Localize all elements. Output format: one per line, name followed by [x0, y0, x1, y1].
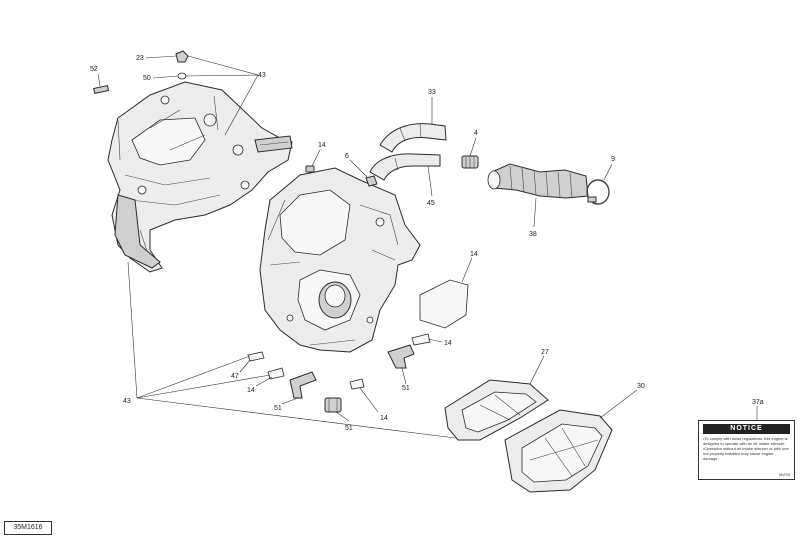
callout-30: 30 [637, 383, 645, 390]
air-duct-38 [487, 163, 589, 199]
callout-27: 27 [541, 349, 549, 356]
callout-51-right: 51 [402, 385, 410, 392]
clip-14-top [305, 165, 315, 173]
callout-33: 33 [428, 89, 436, 96]
callout-23: 23 [136, 55, 144, 62]
bolt-6 [365, 175, 378, 187]
clip-14-left [267, 367, 285, 380]
notice-label-37a: NOTICE •To comply with noise regulations… [698, 420, 795, 480]
nut-23 [175, 50, 189, 63]
callout-51-left: 51 [274, 405, 282, 412]
document-code: 35M1616 [4, 521, 52, 535]
notice-title: NOTICE [703, 424, 790, 434]
notice-ref-code: MVS4 [779, 472, 790, 477]
callout-14-top: 14 [318, 142, 326, 149]
lower-intake-housing [259, 167, 421, 353]
callout-38: 38 [529, 231, 537, 238]
leader-lines [97, 55, 758, 439]
callout-50: 50 [143, 75, 151, 82]
callout-labels: 52 23 50 43 43 33 4 9 14 6 45 38 14 14 2… [90, 55, 764, 432]
callout-14-seal: 14 [470, 251, 478, 258]
callout-14-mid: 14 [444, 340, 452, 347]
notice-text: •To comply with noise regulations, this … [703, 436, 790, 461]
bracket-51-right [387, 344, 415, 369]
clamp-4 [461, 155, 479, 169]
block-51-bottom [324, 397, 342, 413]
callout-45: 45 [427, 200, 435, 207]
air-box-30 [504, 409, 613, 493]
callout-14-left: 14 [247, 387, 255, 394]
callout-37a: 37a [752, 399, 764, 406]
clip-47 [247, 351, 265, 362]
callout-4: 4 [474, 130, 478, 137]
bracket-51-left [289, 371, 317, 399]
callout-9: 9 [611, 156, 615, 163]
clamp-9 [586, 179, 610, 205]
notice-line-1: •To comply with noise regulations, this … [703, 436, 788, 446]
callout-47: 47 [231, 373, 239, 380]
callout-51-bottom: 51 [345, 425, 353, 432]
hose-33 [379, 123, 447, 153]
rubber-strip-52 [93, 84, 110, 94]
callout-14-bottom: 14 [380, 415, 388, 422]
upper-intake-frame [107, 81, 293, 273]
foam-seal-14 [419, 279, 469, 329]
callout-43-left: 43 [123, 398, 131, 405]
filter-frame-27 [444, 379, 549, 441]
notice-line-2: •Operation without air intake silencer o… [703, 446, 789, 461]
callout-6: 6 [345, 153, 349, 160]
washer-50 [177, 72, 187, 80]
clip-14-bottom [349, 378, 365, 390]
clip-14-mid [411, 333, 431, 346]
callout-52: 52 [90, 66, 98, 73]
hose-45 [369, 153, 441, 181]
callout-43-top: 43 [258, 72, 266, 79]
